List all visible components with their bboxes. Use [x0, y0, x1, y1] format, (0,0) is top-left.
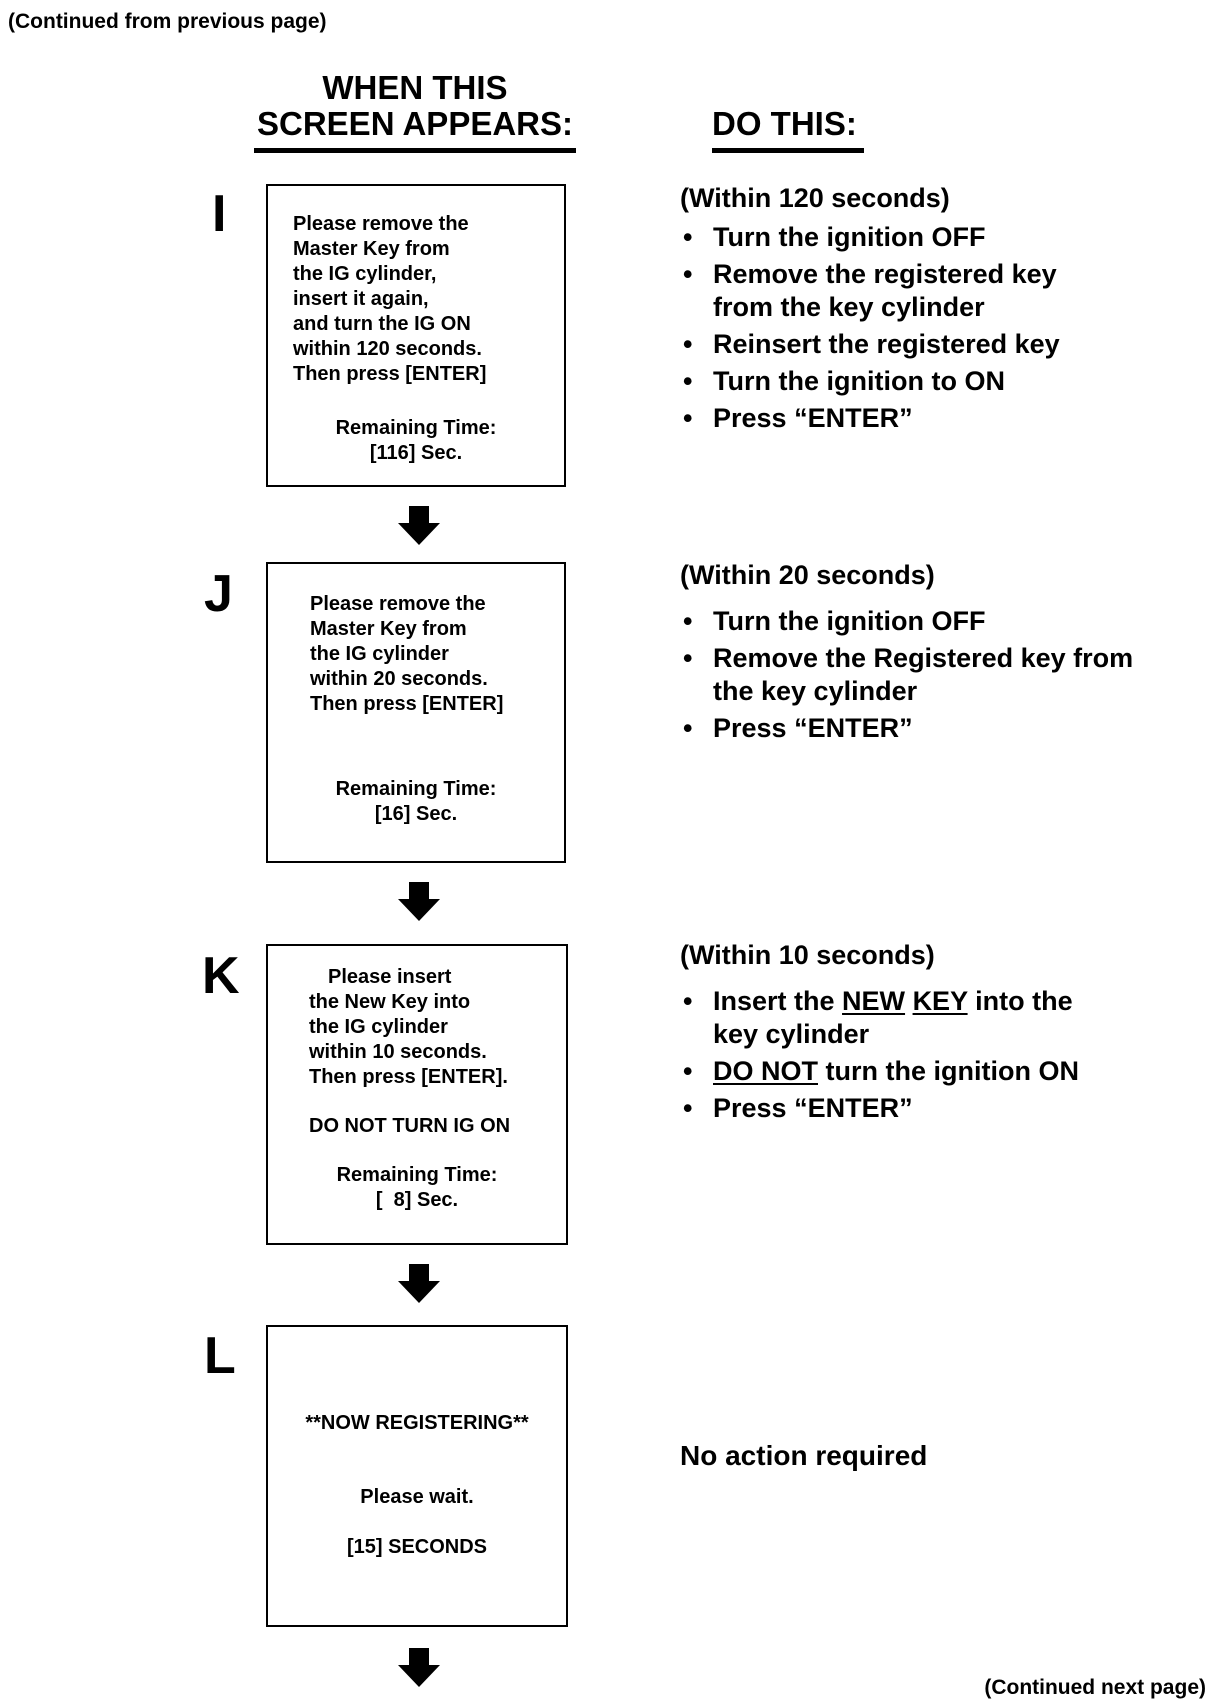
- down-arrow-icon: [398, 1264, 440, 1304]
- no-action-text: No action required: [680, 1440, 928, 1471]
- screen-warning: DO NOT TURN IG ON: [309, 1115, 511, 1137]
- list-item: •Press “ENTER”: [683, 1093, 913, 1123]
- list-item: •Reinsert the registered key: [683, 329, 1060, 359]
- step-letter-l: L: [204, 1327, 236, 1385]
- action-continuation: from the key cylinder: [713, 292, 985, 322]
- step-letter-i: I: [212, 185, 227, 243]
- screen-box-l: **NOW REGISTERING** Please wait. [15] SE…: [266, 1325, 568, 1627]
- screen-message-first: Please insert: [328, 966, 452, 988]
- screen-box-i: Please remove the Master Key from the IG…: [266, 184, 566, 487]
- list-item: •Turn the ignition to ON: [683, 366, 1005, 396]
- step-letter-j: J: [204, 565, 233, 623]
- left-column-heading: WHEN THIS SCREEN APPEARS:: [250, 70, 580, 142]
- list-item: •Turn the ignition OFF: [683, 606, 986, 636]
- down-arrow-icon: [398, 1648, 440, 1688]
- remaining-time-label: Remaining Time:: [335, 778, 497, 800]
- seconds-countdown: [15] SECONDS: [346, 1536, 488, 1558]
- list-item: •DO NOT turn the ignition ON: [683, 1056, 1079, 1086]
- do-not-emphasis: DO NOT: [713, 1056, 818, 1086]
- list-item: •Press “ENTER”: [683, 403, 913, 433]
- down-arrow-icon: [398, 506, 440, 546]
- left-heading-line1: WHEN THIS: [322, 69, 508, 106]
- left-heading-line2: SCREEN APPEARS:: [257, 105, 573, 142]
- screen-message: the New Key into the IG cylinder within …: [309, 991, 508, 1088]
- screen-box-j: Please remove the Master Key from the IG…: [266, 562, 566, 863]
- timing-i: (Within 120 seconds): [680, 183, 950, 213]
- please-wait-text: Please wait.: [360, 1486, 474, 1508]
- step-letter-k: K: [202, 947, 240, 1005]
- remaining-time-value: [ 8] Sec.: [375, 1189, 459, 1211]
- action-list-i: •Turn the ignition OFF •Remove the regis…: [680, 221, 1060, 439]
- remaining-time-label: Remaining Time:: [336, 1164, 498, 1186]
- action-continuation: key cylinder: [713, 1019, 870, 1049]
- left-heading-rule: [254, 148, 576, 153]
- right-heading-rule: [712, 148, 864, 153]
- registering-status: **NOW REGISTERING**: [305, 1412, 529, 1434]
- remaining-time-value: [116] Sec.: [369, 442, 463, 464]
- continued-from-note: (Continued from previous page): [8, 10, 327, 33]
- continued-next-note: (Continued next page): [984, 1676, 1206, 1699]
- remaining-time-label: Remaining Time:: [335, 417, 497, 439]
- new-emphasis: NEW: [842, 986, 906, 1016]
- key-emphasis: KEY: [912, 986, 968, 1016]
- list-item: •Press “ENTER”: [683, 713, 913, 743]
- remaining-time-value: [16] Sec.: [374, 803, 458, 825]
- timing-j: (Within 20 seconds): [680, 560, 935, 590]
- action-list-j: •Turn the ignition OFF •Remove the Regis…: [680, 605, 1133, 749]
- down-arrow-icon: [398, 882, 440, 922]
- list-item: •Turn the ignition OFF: [683, 222, 986, 252]
- screen-message: Please remove the Master Key from the IG…: [293, 213, 487, 385]
- right-column-heading: DO THIS:: [712, 105, 857, 142]
- timing-k: (Within 10 seconds): [680, 940, 935, 970]
- screen-box-k: Please insert the New Key into the IG cy…: [266, 944, 568, 1245]
- screen-message: Please remove the Master Key from the IG…: [310, 593, 504, 715]
- action-continuation: the key cylinder: [713, 676, 918, 706]
